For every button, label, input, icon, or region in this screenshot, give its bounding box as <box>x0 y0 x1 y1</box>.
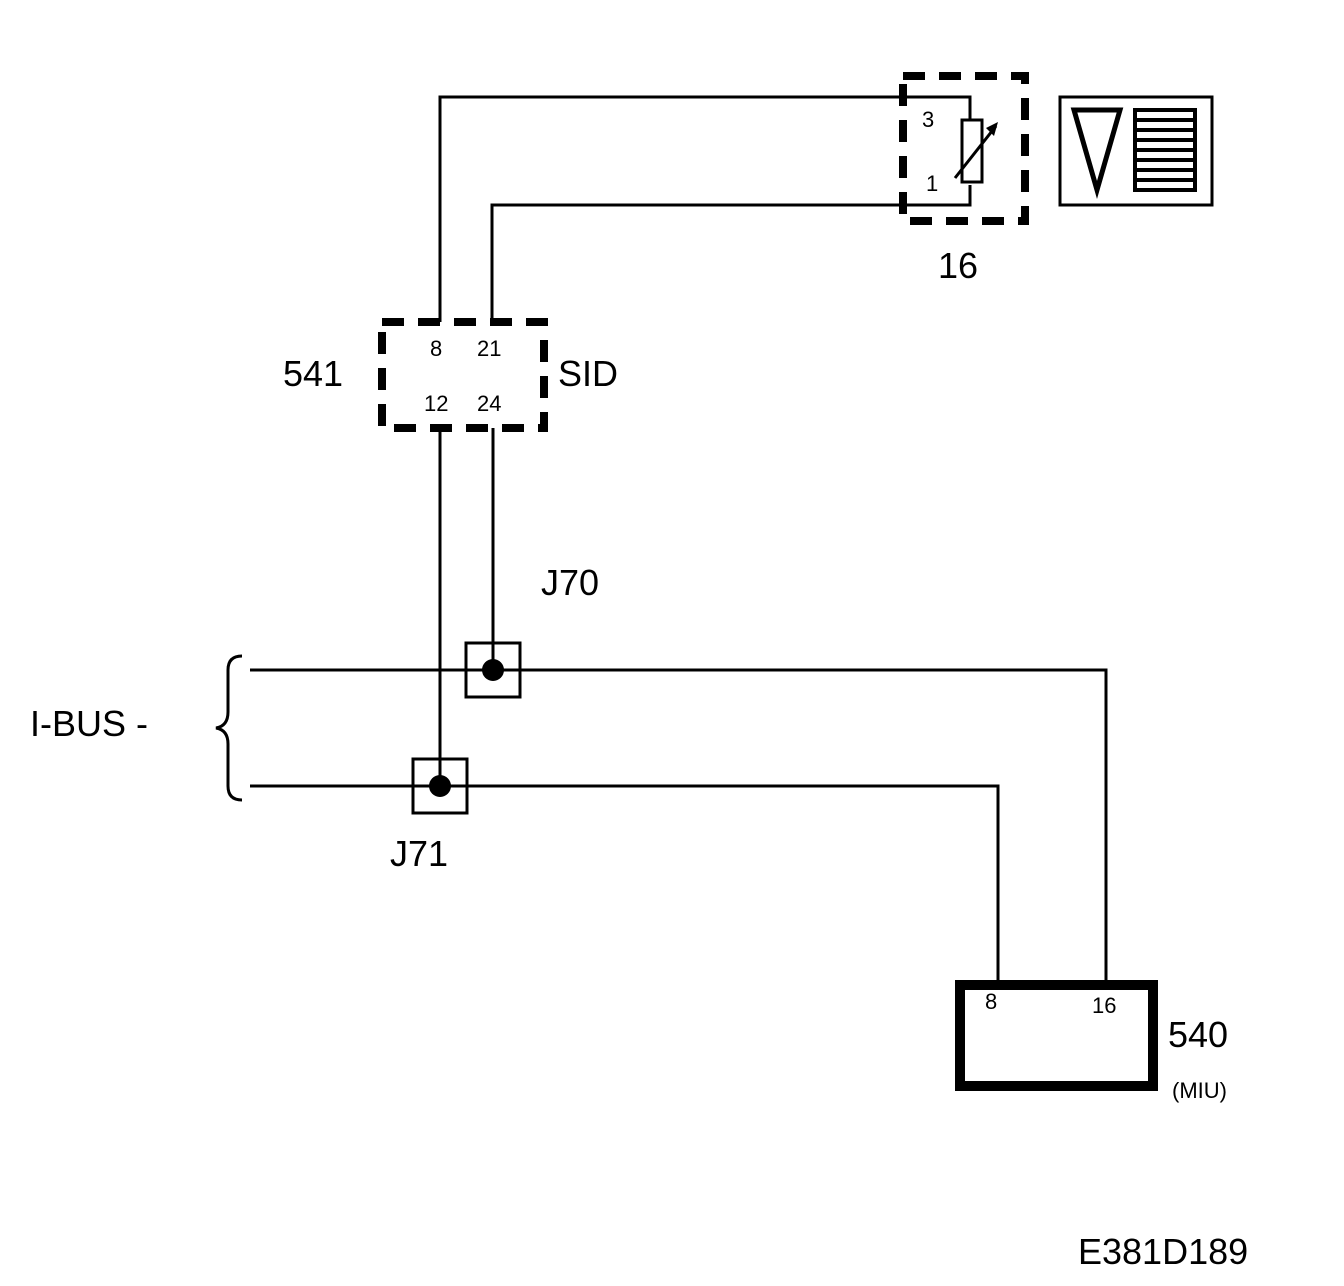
wires <box>250 95 1108 983</box>
junction-j71-label: J71 <box>390 833 448 874</box>
sensor-pin-3: 3 <box>922 107 934 132</box>
sid-pin-21: 21 <box>477 336 501 361</box>
variable-resistor-icon <box>960 118 984 184</box>
junction-j70: J70 <box>464 562 599 699</box>
junction-j70-label: J70 <box>541 562 599 603</box>
sid-pin-8: 8 <box>430 336 442 361</box>
sid-pin-12: 12 <box>424 391 448 416</box>
sid-housing <box>378 318 548 432</box>
variable-resistor-arrow <box>953 125 998 179</box>
miu-number: 540 <box>1168 1014 1228 1055</box>
wire-ibus-lower <box>250 784 1000 983</box>
level-sensor-symbol-icon <box>1058 95 1214 207</box>
miu-name: (MIU) <box>1172 1078 1227 1103</box>
grille-lines <box>1135 118 1195 182</box>
sensor-label: 16 <box>938 245 978 286</box>
figure-code: E381D189 <box>1078 1231 1248 1272</box>
miu-540: 8 16 540 (MIU) <box>955 980 1228 1103</box>
wire-sid8-sensor3 <box>438 95 972 322</box>
triangle-icon <box>1070 107 1124 200</box>
sensor-pin-1: 1 <box>926 171 938 196</box>
miu-pin-8: 8 <box>985 989 997 1014</box>
junction-j70-dot <box>482 659 504 681</box>
sid-name: SID <box>558 353 618 394</box>
junction-j71-dot <box>429 775 451 797</box>
sid-541: 8 21 12 24 541 SID <box>283 318 618 432</box>
miu-housing <box>955 980 1158 1091</box>
sensor-16: 3 1 16 <box>899 72 1029 286</box>
sid-pin-24: 24 <box>477 391 501 416</box>
ibus-bracket: I-BUS - <box>30 654 243 802</box>
sensor-housing <box>899 72 1029 225</box>
wire-sid21-sensor1 <box>490 185 972 322</box>
variable-resistor-arrowhead <box>986 122 998 136</box>
junction-j71: J71 <box>390 757 469 874</box>
miu-pin-16: 16 <box>1092 993 1116 1018</box>
junction-j70-box <box>464 641 522 699</box>
symbol-frame <box>1058 95 1214 207</box>
brace-icon <box>215 654 243 802</box>
ibus-label: I-BUS - <box>30 703 148 744</box>
sid-number: 541 <box>283 353 343 394</box>
wire-ibus-upper <box>250 668 1108 983</box>
junction-j71-box <box>411 757 469 815</box>
